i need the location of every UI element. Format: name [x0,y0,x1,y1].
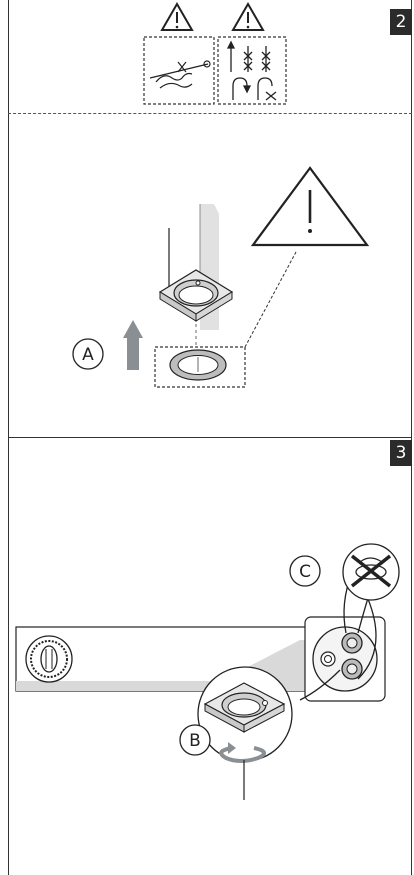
dashed-separator [8,113,412,114]
hose-bending-icon [226,40,277,101]
callout-a: A [72,338,104,370]
warning-triangle-icon [231,1,265,31]
svg-text:A: A [82,345,94,365]
step-separator [8,437,412,438]
no-twist-icon [342,543,400,601]
hand-tightening-icon [149,60,211,89]
step-3-badge: 3 [390,440,412,466]
gasket-ring [169,349,227,381]
warning-triangle-icon [160,1,194,31]
svg-text:B: B [189,731,201,751]
callout-c: C [289,555,321,587]
flange-base [158,269,234,322]
callout-b: B [179,724,211,756]
detail-magnifier [197,666,293,762]
mixer-box [299,572,386,702]
arrow-up-icon [123,320,143,370]
warning-triangle-icon [250,166,370,247]
rotate-icon [219,742,266,800]
svg-text:C: C [299,562,311,582]
step-2-badge: 2 [390,9,412,35]
